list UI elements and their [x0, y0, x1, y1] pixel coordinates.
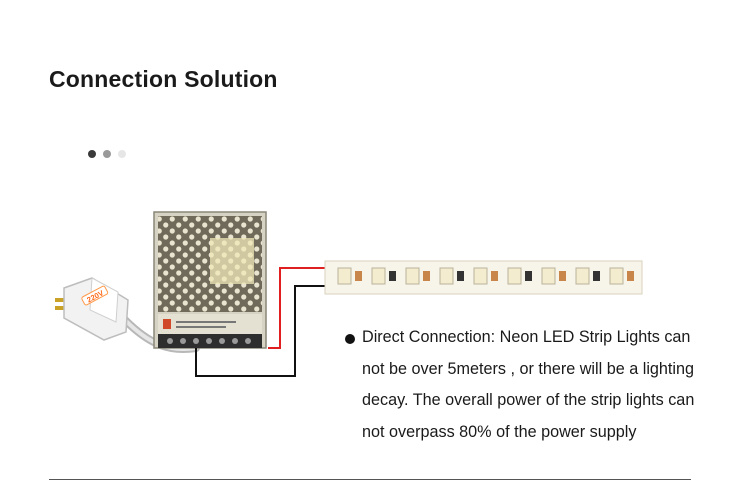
- led-chip: [405, 267, 420, 285]
- strip-resistor: [355, 271, 362, 281]
- description-line-1: Direct Connection: Neon LED Strip Lights…: [362, 328, 691, 346]
- led-chip: [439, 267, 454, 285]
- carousel-dot-2[interactable]: [103, 150, 111, 158]
- wire-positive: [268, 267, 328, 349]
- led-chip: [473, 267, 488, 285]
- carousel-dot-1[interactable]: [88, 150, 96, 158]
- led-chip: [507, 267, 522, 285]
- strip-resistor: [525, 271, 532, 281]
- led-chip: [541, 267, 556, 285]
- strip-resistor: [389, 271, 396, 281]
- description-line-4: not overpass 80% of the power supply: [362, 422, 637, 441]
- wire-negative: [195, 285, 328, 377]
- strip-resistor: [491, 271, 498, 281]
- section-title: Connection Solution: [49, 66, 278, 92]
- led-chip: [609, 267, 624, 285]
- led-chip: [575, 267, 590, 285]
- description-line-3: decay. The overall power of the strip li…: [362, 391, 695, 409]
- bottom-divider: [49, 479, 691, 480]
- bullet-icon: [345, 334, 355, 344]
- carousel-dots: [88, 150, 126, 158]
- power-supply-unit: [153, 211, 267, 349]
- strip-resistor: [593, 271, 600, 281]
- strip-resistor: [627, 271, 634, 281]
- strip-resistor: [559, 271, 566, 281]
- description-line-2: not be over 5meters , or there will be a…: [362, 359, 695, 378]
- strip-resistor: [423, 271, 430, 281]
- power-plug: 220V: [55, 277, 129, 341]
- led-chip: [337, 267, 352, 285]
- carousel-dot-3[interactable]: [118, 150, 126, 158]
- strip-resistor: [457, 271, 464, 281]
- description-block: Direct Connection: Neon LED Strip Lights…: [342, 322, 742, 448]
- led-strip: [324, 260, 643, 295]
- led-chip: [371, 267, 386, 285]
